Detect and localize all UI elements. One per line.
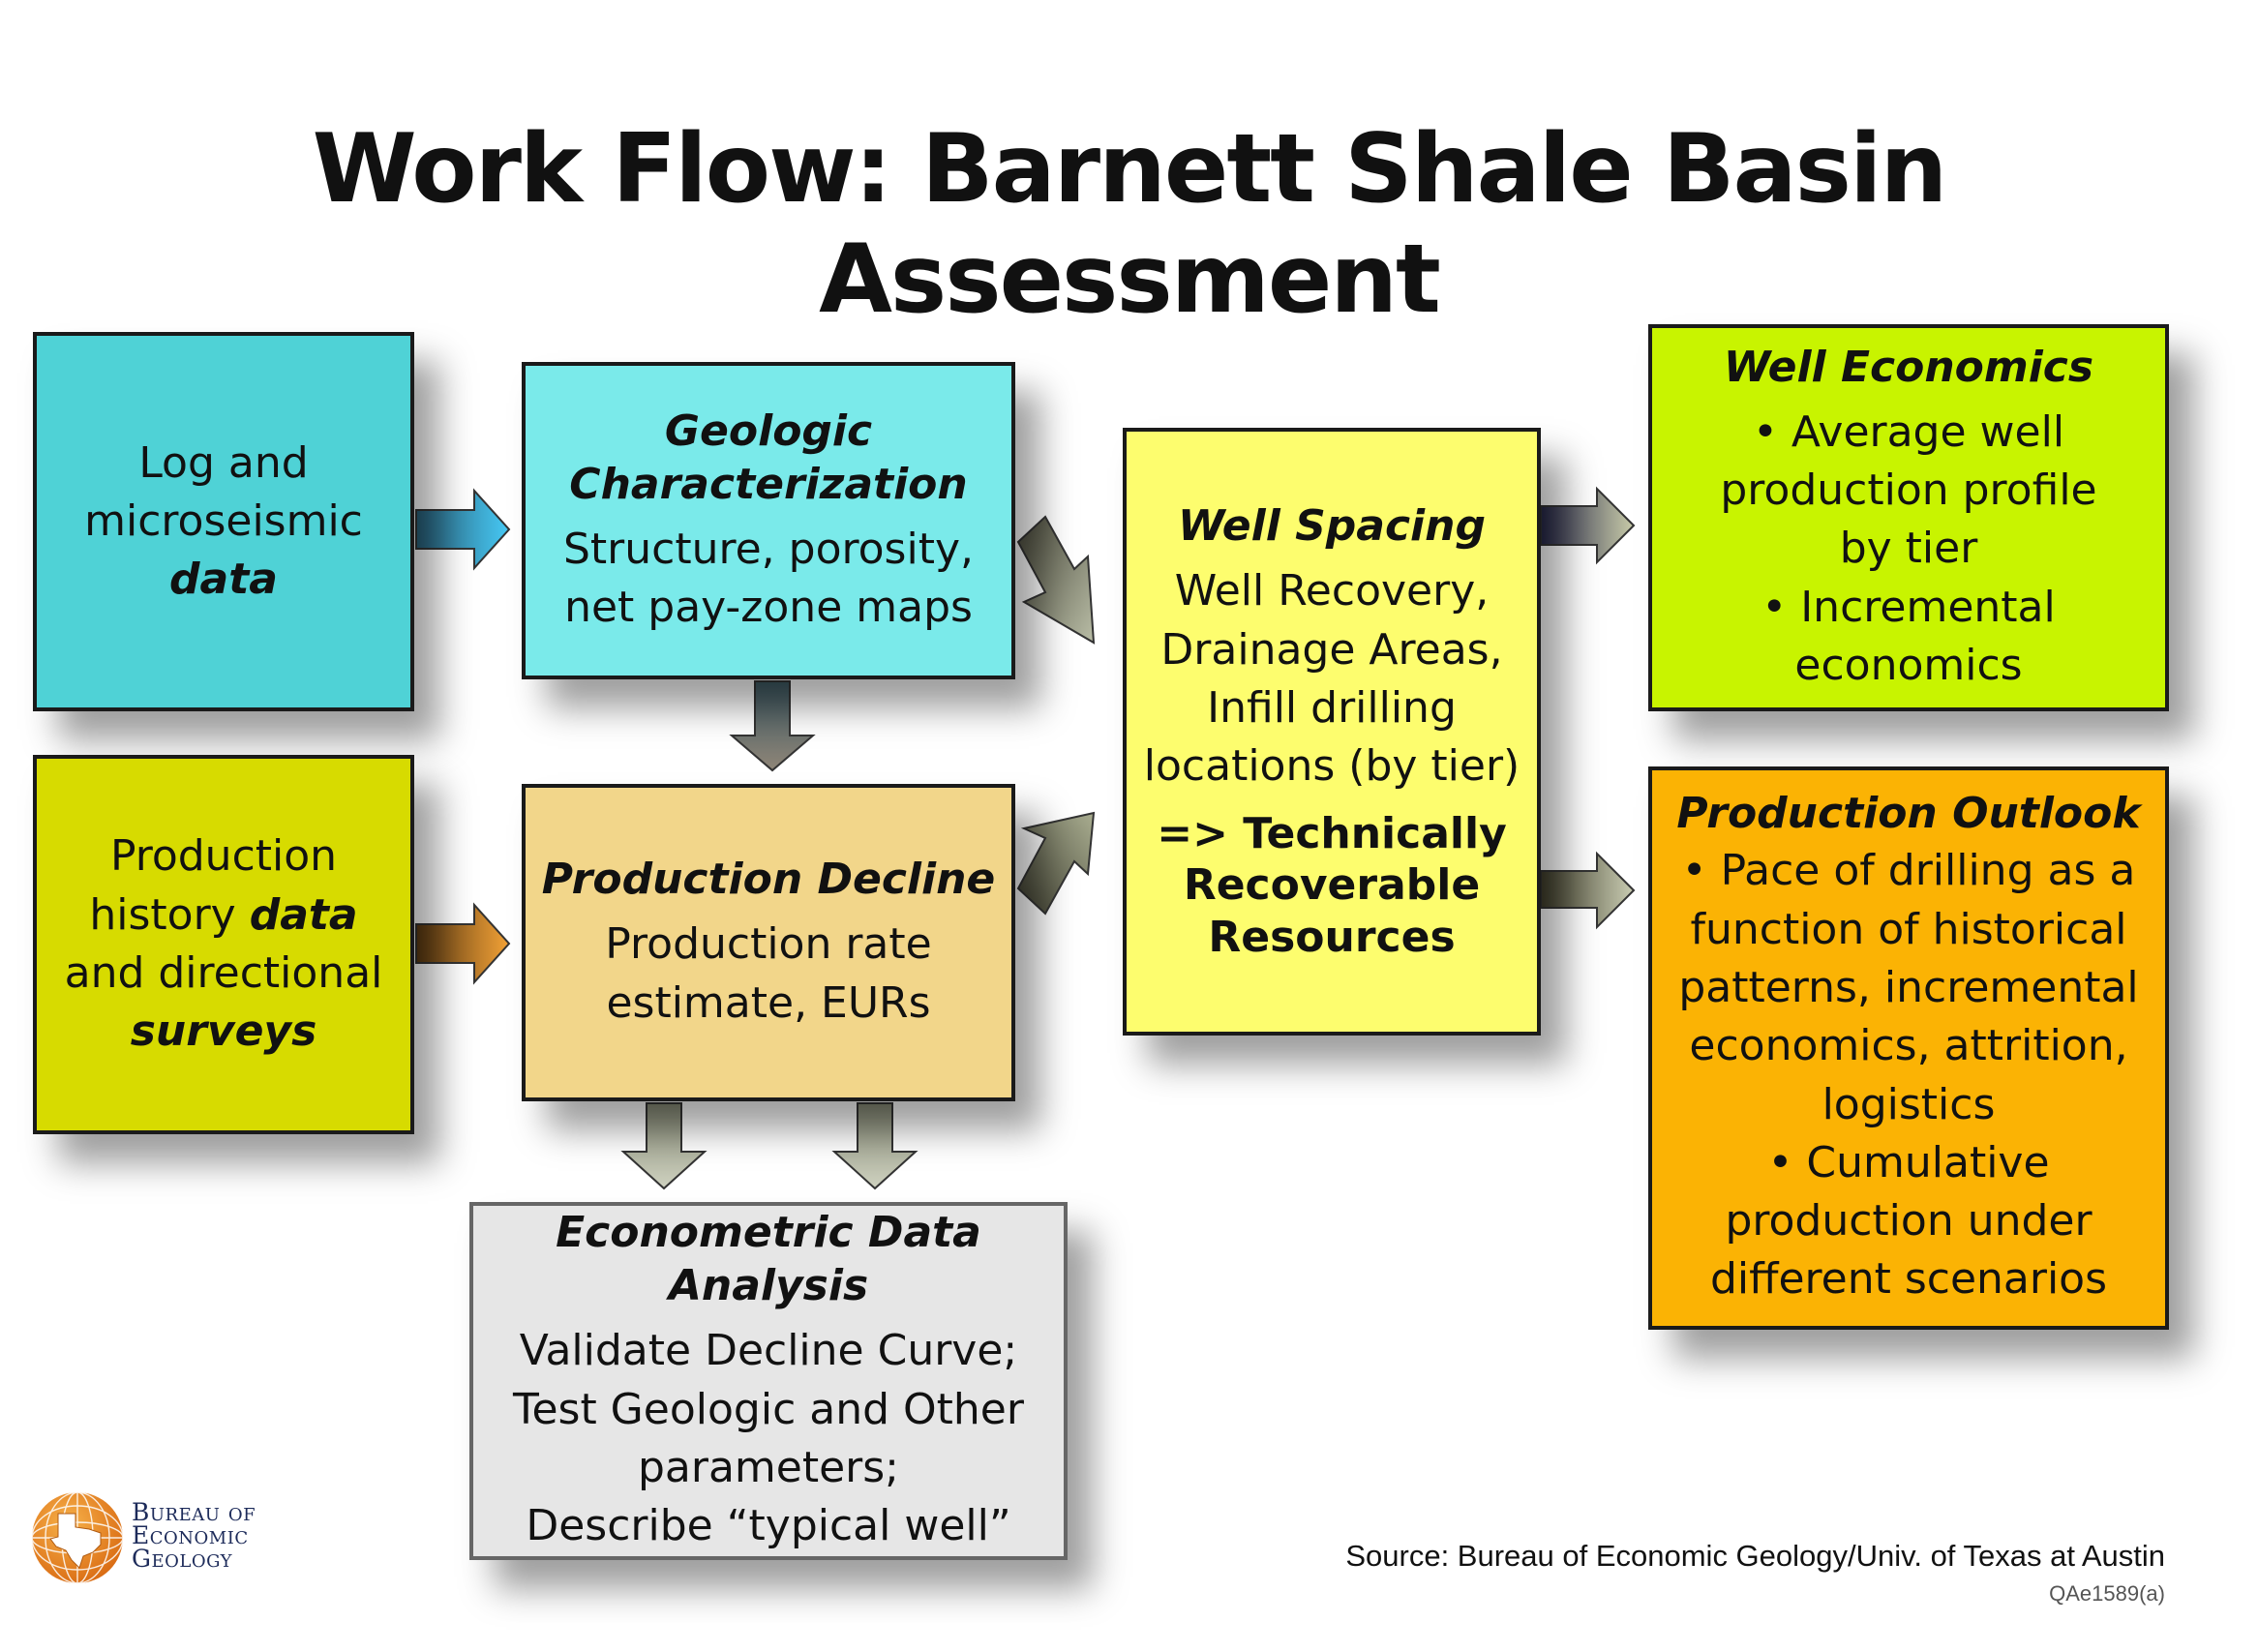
arrow-decline-to-spacing [1016,811,1096,916]
production-decline-line1: Production rate [605,919,932,970]
logo-text-line2: Economic [132,1521,249,1549]
well-spacing-result3: Resources [1208,912,1456,962]
production-outlook-heading: Production Outlook [1676,789,2141,839]
arrow-log-to-geologic [415,488,511,571]
well-spacing-line1: Well Recovery, [1174,566,1490,616]
econometric-analysis-box: Econometric Data Analysis Validate Decli… [469,1202,1068,1560]
well-economics-line4: • Incremental economics [1761,582,2056,690]
production-outlook-box: Production Outlook • Pace of drilling as… [1648,766,2169,1330]
logo-text-line3: Geology [132,1545,233,1573]
production-history-line3: and directional [64,948,383,998]
well-spacing-line4: locations (by tier) [1143,741,1520,792]
geologic-line2: net pay-zone maps [564,583,973,632]
log-data-box: Log and microseismic data [33,332,414,711]
arrow-spacing-to-outlook [1540,851,1636,930]
production-outlook-line2: function of historical [1690,904,2127,954]
econometric-line2: Test Geologic and Other [513,1384,1024,1434]
geologic-heading-line1: Geologic [664,405,873,456]
arrow-history-to-decline [415,902,511,985]
econometric-heading: Econometric Data Analysis [556,1208,981,1311]
arrow-geologic-to-spacing [1016,515,1096,645]
well-economics-line3: by tier [1839,524,1978,574]
production-history-line2b: data [249,889,358,940]
arrow-decline-to-econometric-right [831,1102,918,1190]
production-outlook-line7: production under [1725,1196,2092,1247]
logo-text: Bureau of Economic Geology [132,1498,256,1573]
arrow-spacing-to-economics [1540,486,1636,565]
geologic-heading-line2: Characterization [569,459,968,509]
production-outlook-line4: economics, attrition, [1689,1021,2128,1071]
well-economics-box: Well Economics • Average well production… [1648,324,2169,711]
arrow-geologic-to-decline [729,680,816,772]
well-spacing-result2: Recoverable [1183,860,1481,911]
econometric-line3: parameters; [637,1443,900,1492]
well-spacing-result: => Technically Recoverable Resources [1157,808,1507,964]
production-outlook-line1: • Pace of drilling as a [1681,846,2136,896]
production-outlook-line3: patterns, incremental [1678,962,2139,1012]
production-history-line4: surveys [130,1006,317,1057]
production-history-line1: Production [109,831,338,882]
well-economics-heading: Well Economics [1723,342,2094,392]
page-title: Work Flow: Barnett Shale Basin Assessmen… [312,114,1948,335]
geologic-line1: Structure, porosity, [563,524,974,574]
geologic-characterization-box: Geologic Characterization Structure, por… [522,362,1015,679]
production-decline-heading: Production Decline [541,855,996,905]
arrow-decline-to-econometric-left [620,1102,708,1190]
well-spacing-heading: Well Spacing [1178,501,1486,552]
well-spacing-box: Well Spacing Well Recovery, Drainage Are… [1123,428,1541,1036]
well-economics-line2: production profile [1720,466,2097,516]
production-outlook-line6: • Cumulative [1767,1137,2050,1187]
production-history-line2: history data [89,886,357,945]
econometric-line4: Describe “typical well” [526,1501,1011,1551]
bureau-of-economic-geology-logo [31,1491,124,1584]
log-data-line3: data [169,555,278,605]
production-decline-line2: estimate, EURs [606,977,931,1028]
production-outlook-line8: different scenarios [1709,1254,2108,1305]
log-data-line1: Log and [138,437,309,488]
econometric-line1: Validate Decline Curve; [519,1326,1018,1376]
well-spacing-line2: Drainage Areas, [1160,624,1503,675]
production-outlook-line5: logistics [1821,1079,1996,1129]
well-economics-line1: • Average well [1752,406,2065,457]
production-decline-box: Production Decline Production rate estim… [522,784,1015,1101]
figure-code: QAe1589(a) [2049,1581,2165,1606]
production-history-line2a: history [89,889,250,940]
log-data-line2: microseismic [84,496,363,546]
logo-text-line1: Bureau of [132,1498,256,1526]
well-spacing-line3: Infill drilling [1207,682,1457,733]
geologic-heading: Geologic Characterization [569,405,967,511]
production-history-box: Production history data and directional … [33,755,414,1134]
texas-shape-icon [49,1513,102,1569]
well-spacing-result1: => Technically [1157,808,1507,858]
source-credit: Source: Bureau of Economic Geology/Univ.… [1345,1539,2165,1573]
